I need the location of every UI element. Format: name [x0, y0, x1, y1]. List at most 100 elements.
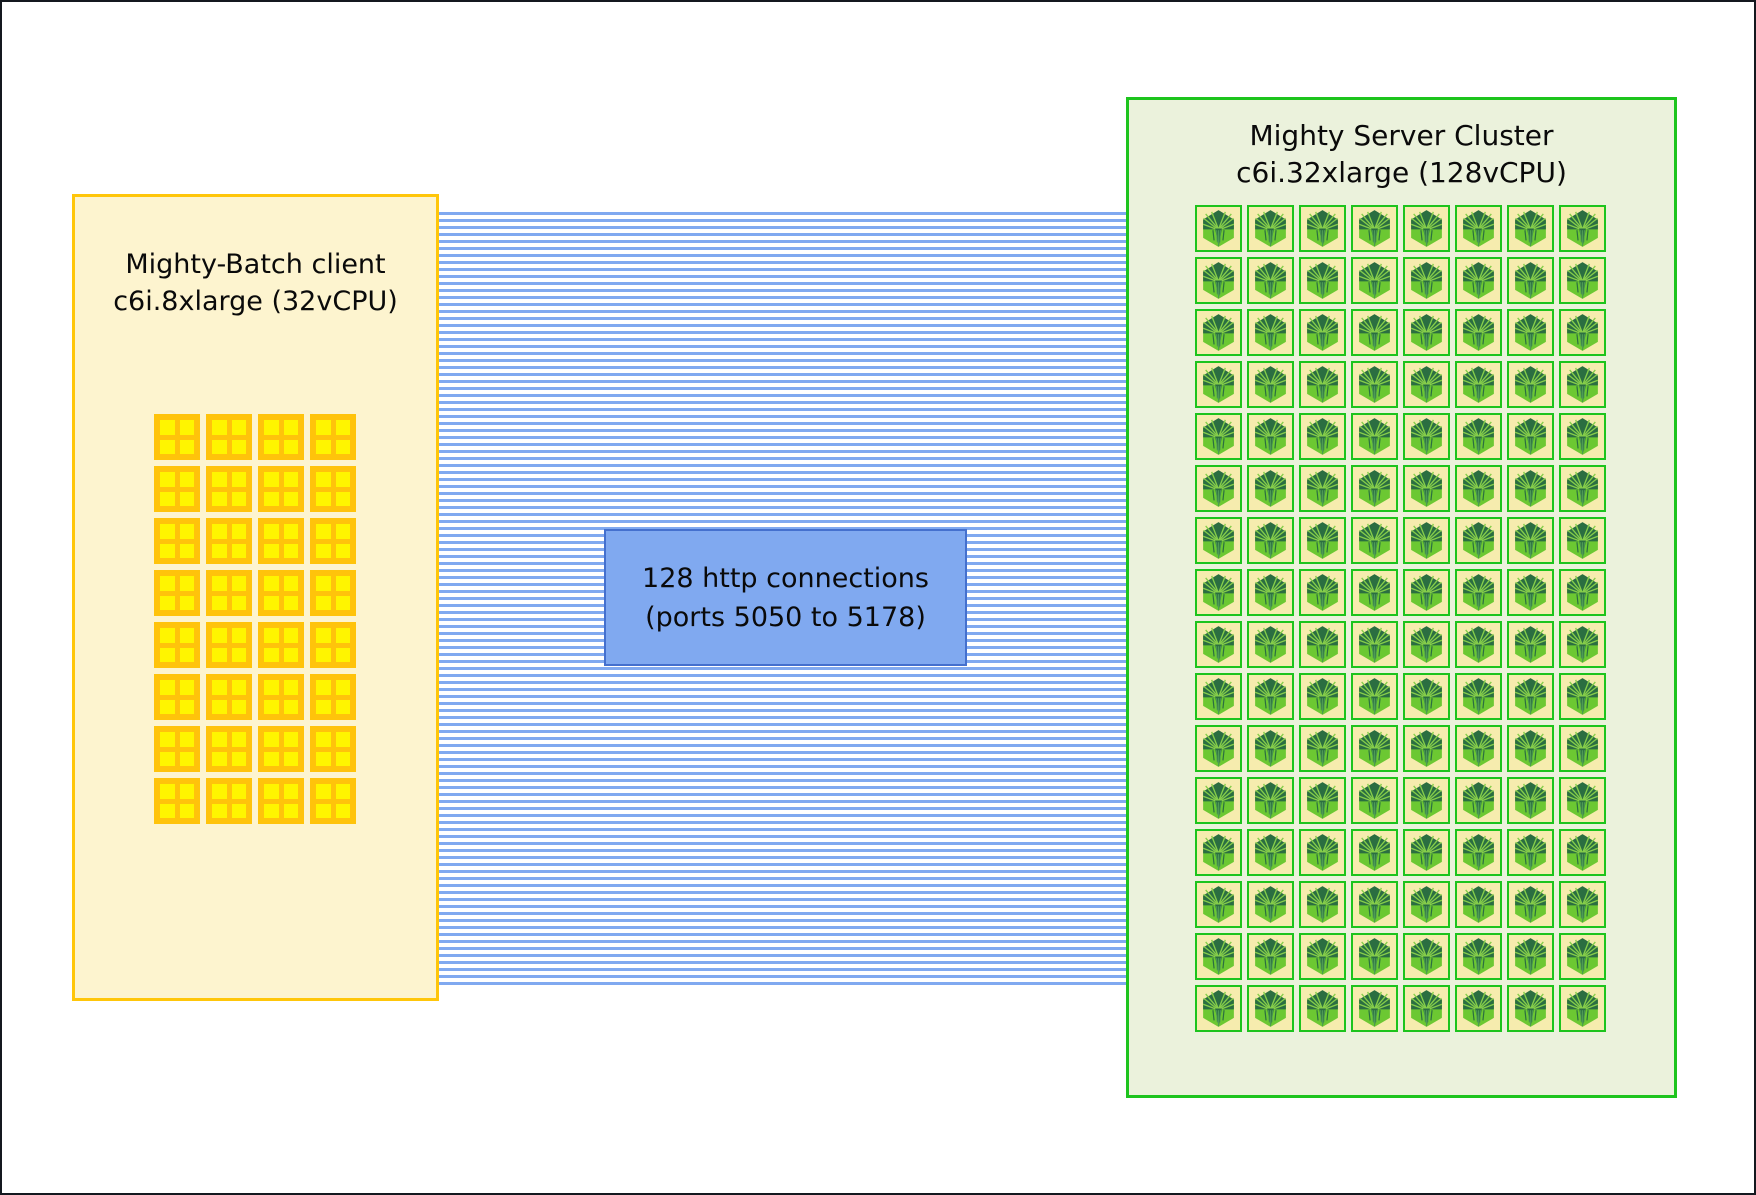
mighty-tree-icon — [1559, 309, 1606, 356]
mighty-tree-icon — [1455, 725, 1502, 772]
mighty-tree-icon — [1403, 777, 1450, 824]
cpu-icon — [154, 726, 200, 772]
cpu-icon — [258, 778, 304, 824]
mighty-tree-icon — [1195, 413, 1242, 460]
mighty-tree-icon — [1195, 673, 1242, 720]
server-cluster-box: Mighty Server Cluster c6i.32xlarge (128v… — [1126, 97, 1677, 1098]
mighty-tree-icon — [1403, 413, 1450, 460]
mighty-tree-icon — [1247, 309, 1294, 356]
mighty-tree-icon — [1195, 309, 1242, 356]
cpu-icon — [154, 570, 200, 616]
cpu-icon — [310, 622, 356, 668]
mighty-tree-icon — [1455, 205, 1502, 252]
mighty-tree-icon — [1351, 309, 1398, 356]
mighty-tree-icon — [1195, 933, 1242, 980]
mighty-tree-icon — [1507, 309, 1554, 356]
mighty-tree-icon — [1247, 517, 1294, 564]
mighty-tree-icon — [1299, 985, 1346, 1032]
cpu-icon — [310, 518, 356, 564]
mighty-tree-icon — [1247, 257, 1294, 304]
mighty-tree-icon — [1195, 881, 1242, 928]
mighty-tree-icon — [1403, 517, 1450, 564]
mighty-tree-icon — [1507, 413, 1554, 460]
mighty-tree-icon — [1455, 257, 1502, 304]
mighty-tree-icon — [1403, 361, 1450, 408]
mighty-tree-icon — [1195, 725, 1242, 772]
mighty-tree-icon — [1195, 829, 1242, 876]
mighty-tree-icon — [1403, 621, 1450, 668]
mighty-tree-icon — [1559, 205, 1606, 252]
mighty-tree-icon — [1351, 933, 1398, 980]
mighty-tree-icon — [1299, 881, 1346, 928]
client-box-title: Mighty-Batch client c6i.8xlarge (32vCPU) — [75, 246, 436, 320]
mighty-tree-icon — [1351, 621, 1398, 668]
mighty-tree-icon — [1455, 413, 1502, 460]
client-title-line1: Mighty-Batch client — [125, 249, 386, 280]
mighty-tree-icon — [1455, 673, 1502, 720]
mighty-tree-icon — [1559, 985, 1606, 1032]
mighty-tree-icon — [1403, 725, 1450, 772]
mighty-tree-icon — [1507, 569, 1554, 616]
cpu-icon — [154, 622, 200, 668]
mighty-tree-icon — [1559, 257, 1606, 304]
mighty-tree-icon — [1247, 673, 1294, 720]
cpu-icon — [258, 674, 304, 720]
cpu-icon — [258, 466, 304, 512]
mighty-tree-icon — [1195, 621, 1242, 668]
mighty-tree-icon — [1507, 829, 1554, 876]
mighty-tree-icon — [1403, 881, 1450, 928]
cpu-icon — [206, 414, 252, 460]
mighty-tree-icon — [1455, 829, 1502, 876]
server-title-line1: Mighty Server Cluster — [1249, 119, 1554, 152]
mighty-tree-icon — [1195, 517, 1242, 564]
mighty-tree-icon — [1559, 361, 1606, 408]
mighty-tree-icon — [1351, 985, 1398, 1032]
mighty-tree-icon — [1299, 205, 1346, 252]
mighty-tree-icon — [1247, 881, 1294, 928]
mighty-tree-icon — [1299, 673, 1346, 720]
mighty-tree-icon — [1559, 569, 1606, 616]
client-box: Mighty-Batch client c6i.8xlarge (32vCPU) — [72, 194, 439, 1001]
mighty-tree-icon — [1559, 621, 1606, 668]
cpu-icon — [310, 778, 356, 824]
mighty-tree-icon — [1507, 621, 1554, 668]
mighty-tree-icon — [1247, 205, 1294, 252]
mighty-tree-icon — [1455, 517, 1502, 564]
mighty-tree-icon — [1247, 569, 1294, 616]
mighty-tree-icon — [1559, 725, 1606, 772]
mighty-tree-icon — [1455, 881, 1502, 928]
mighty-tree-icon — [1351, 257, 1398, 304]
cpu-icon — [206, 518, 252, 564]
mighty-tree-icon — [1455, 465, 1502, 512]
connections-label-line2: (ports 5050 to 5178) — [645, 601, 926, 633]
mighty-tree-icon — [1507, 725, 1554, 772]
mighty-tree-icon — [1299, 725, 1346, 772]
mighty-tree-icon — [1403, 673, 1450, 720]
mighty-tree-icon — [1559, 829, 1606, 876]
mighty-tree-icon — [1351, 673, 1398, 720]
mighty-tree-icon — [1507, 933, 1554, 980]
mighty-tree-icon — [1455, 309, 1502, 356]
mighty-tree-icon — [1507, 881, 1554, 928]
mighty-tree-icon — [1559, 517, 1606, 564]
cpu-icon — [206, 674, 252, 720]
mighty-tree-icon — [1455, 621, 1502, 668]
mighty-tree-icon — [1455, 933, 1502, 980]
mighty-tree-icon — [1403, 829, 1450, 876]
cpu-icon — [206, 778, 252, 824]
mighty-tree-icon — [1299, 413, 1346, 460]
mighty-tree-icon — [1559, 465, 1606, 512]
mighty-tree-icon — [1455, 569, 1502, 616]
cpu-icon — [258, 726, 304, 772]
mighty-tree-icon — [1507, 465, 1554, 512]
mighty-tree-icon — [1299, 933, 1346, 980]
mighty-tree-icon — [1559, 777, 1606, 824]
mighty-tree-icon — [1247, 413, 1294, 460]
mighty-tree-icon — [1403, 985, 1450, 1032]
mighty-tree-icon — [1299, 621, 1346, 668]
mighty-tree-icon — [1351, 829, 1398, 876]
cpu-icon — [154, 466, 200, 512]
mighty-tree-icon — [1299, 257, 1346, 304]
server-box-title: Mighty Server Cluster c6i.32xlarge (128v… — [1129, 117, 1674, 191]
cpu-icon — [206, 466, 252, 512]
